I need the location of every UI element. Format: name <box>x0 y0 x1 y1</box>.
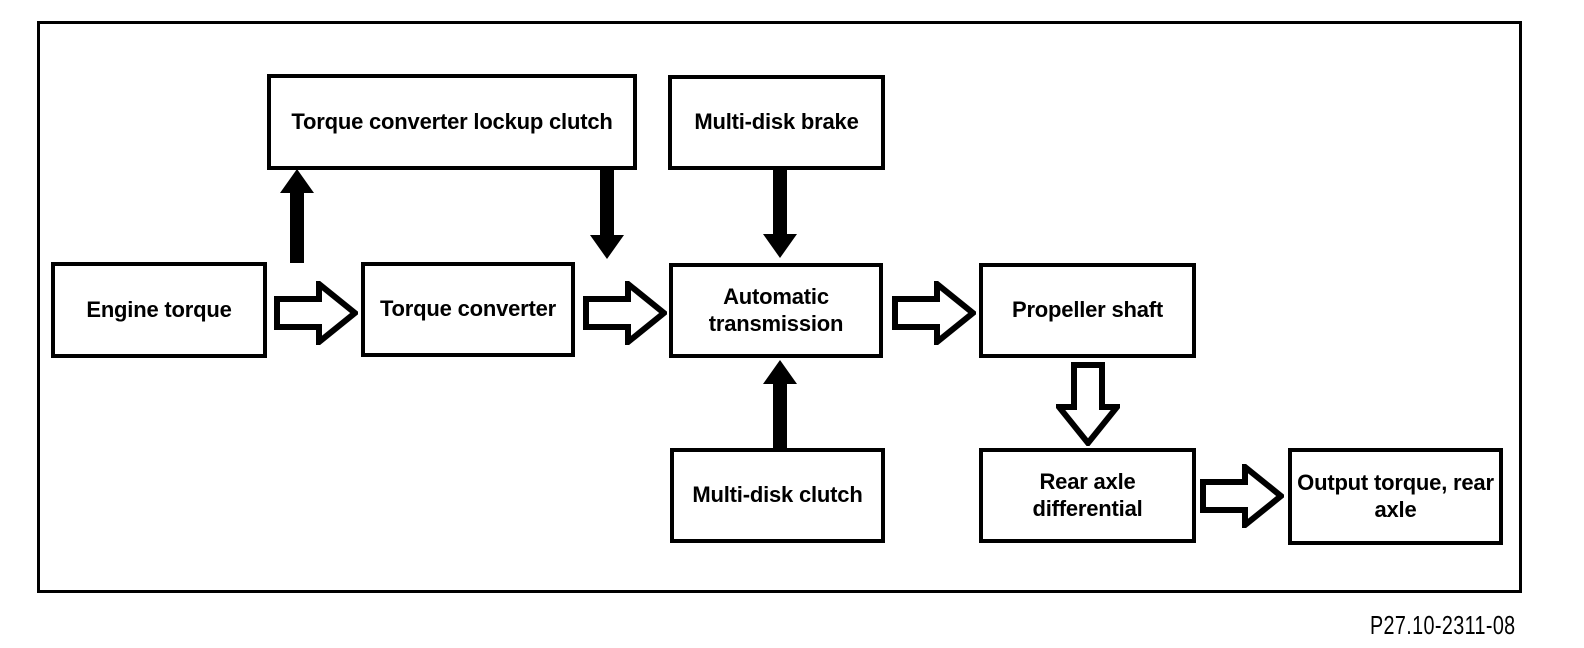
node-engine-torque: Engine torque <box>51 262 267 358</box>
node-torque-converter: Torque converter <box>361 262 575 357</box>
node-output-torque-rear-axle: Output torque, rear axle <box>1288 448 1503 545</box>
flow-arrow-icon-engine-to-converter <box>274 281 358 345</box>
node-label: Propeller shaft <box>1011 297 1164 323</box>
solid-down-arrow-icon-brake-to-transmission <box>763 170 797 258</box>
solid-up-arrow-icon-clutch-to-transmission <box>763 360 797 448</box>
node-torque-converter-lockup-clutch: Torque converter lockup clutch <box>267 74 637 170</box>
node-propeller-shaft: Propeller shaft <box>979 263 1196 358</box>
solid-up-arrow-icon-to-lockup-clutch <box>280 169 314 263</box>
node-label: Rear axle differential <box>1032 468 1143 521</box>
node-multi-disk-brake: Multi-disk brake <box>668 75 885 170</box>
flow-arrow-icon-propeller-to-rear-axle <box>1056 362 1120 446</box>
flow-arrow-icon-transmission-to-propeller-shaft <box>892 281 976 345</box>
solid-down-arrow-icon-from-lockup-clutch <box>590 170 624 259</box>
node-automatic-transmission: Automatic transmission <box>669 263 883 358</box>
node-rear-axle-differential: Rear axle differential <box>979 448 1196 543</box>
node-label: Torque converter lockup clutch <box>291 108 613 134</box>
flow-arrow-icon-converter-to-transmission <box>583 281 667 345</box>
node-label: Output torque, rear axle <box>1297 469 1494 522</box>
part-number-caption: P27.10-2311-08 <box>1370 610 1516 640</box>
node-multi-disk-clutch: Multi-disk clutch <box>670 448 885 543</box>
node-label: Multi-disk brake <box>694 109 859 135</box>
flow-arrow-icon-rear-axle-to-output <box>1200 464 1284 528</box>
node-label: Automatic transmission <box>708 283 844 336</box>
node-label: Multi-disk clutch <box>692 482 863 508</box>
node-label: Torque converter <box>379 296 557 322</box>
node-label: Engine torque <box>86 296 232 322</box>
